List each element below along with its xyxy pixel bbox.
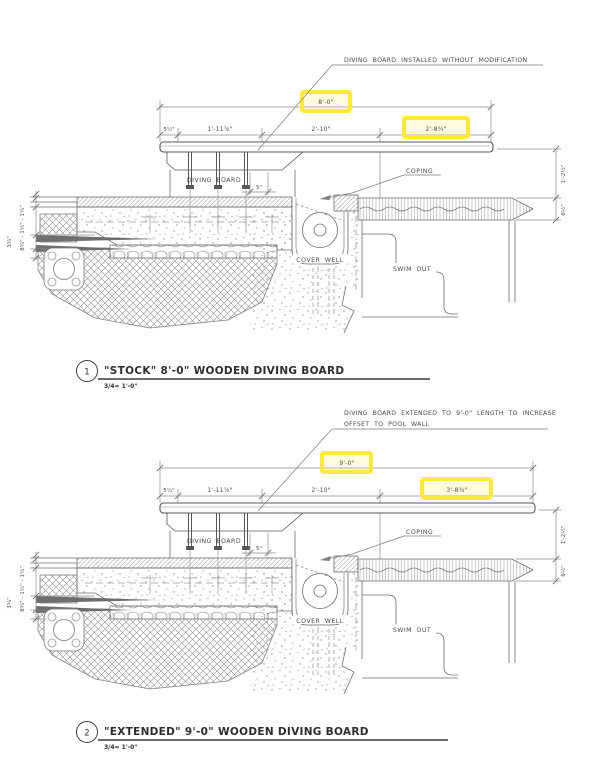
cover-well-label: COVER WELL bbox=[296, 618, 343, 625]
left-dim-chain: 8¾" - 1½" - 1¼" bbox=[19, 205, 26, 251]
coping-label: COPING bbox=[406, 168, 433, 175]
coping-label-group: COPING bbox=[404, 168, 441, 176]
dim-seg3: 2'-10" bbox=[311, 126, 330, 133]
dim-seg2: 1'-11⅞" bbox=[207, 126, 232, 133]
dim-seg4: 3'-8¾" bbox=[446, 487, 467, 494]
annotation-leader bbox=[257, 428, 548, 512]
callout-circle bbox=[76, 721, 98, 743]
diving-board-plank bbox=[159, 502, 536, 514]
title-block: 2 "EXTENDED" 9'-0" WOODEN DIVING BOARD 3… bbox=[76, 721, 448, 751]
swim-out-label-bg bbox=[388, 624, 436, 634]
cover-well-label: COVER WELL bbox=[296, 257, 343, 264]
right-dim-upper: 1'-2½" bbox=[560, 164, 567, 183]
right-dim-lower: 6½" bbox=[560, 565, 567, 577]
dim-seg4: 2'-8¾" bbox=[425, 126, 446, 133]
dim-stand: 5" bbox=[256, 546, 262, 552]
dim-seg1: 5¼" bbox=[163, 127, 174, 133]
coping-label-group: COPING bbox=[404, 529, 441, 537]
annotation-text-line1: DIVING BOARD EXTENDED TO 9'-0" LENGTH TO… bbox=[344, 410, 556, 417]
left-dim-lower: 3¾" bbox=[7, 597, 13, 609]
callout-circle bbox=[76, 360, 98, 382]
detail-1-panel: DIVING BOARD INSTALLED WITHOUT MODIFICAT… bbox=[7, 57, 567, 390]
highlight-total-length bbox=[320, 451, 373, 474]
coping-label: COPING bbox=[406, 529, 433, 536]
dim-total: 8'-0" bbox=[318, 99, 333, 106]
cover-well-label-bg bbox=[293, 615, 348, 624]
diving-board-label: DIVING BOARD bbox=[187, 538, 241, 545]
dim-seg2: 1'-11⅞" bbox=[207, 487, 232, 494]
callout-number: 1 bbox=[84, 368, 89, 378]
detail-2-panel: DIVING BOARD EXTENDED TO 9'-0" LENGTH TO… bbox=[7, 410, 567, 751]
right-dim-upper: 1'-2½" bbox=[560, 525, 567, 544]
title-block: 1 "STOCK" 8'-0" WOODEN DIVING BOARD 3/4=… bbox=[76, 360, 430, 390]
diving-board-label: DIVING BOARD bbox=[187, 177, 241, 184]
annotation-text: DIVING BOARD INSTALLED WITHOUT MODIFICAT… bbox=[344, 57, 527, 64]
dim-seg3: 2'-10" bbox=[311, 487, 330, 494]
detail-scale: 3/4= 1'-0" bbox=[104, 744, 137, 751]
detail-scale: 3/4= 1'-0" bbox=[104, 383, 137, 390]
detail-title: "STOCK" 8'-0" WOODEN DIVING BOARD bbox=[104, 365, 344, 377]
highlight-overhang bbox=[402, 116, 470, 139]
left-dim-lower: 3¾" bbox=[7, 236, 13, 248]
dim-stand: 5" bbox=[256, 185, 262, 191]
right-dim-lower: 6½" bbox=[560, 204, 567, 216]
diving-board-plank bbox=[159, 141, 494, 153]
highlight-total-length bbox=[300, 90, 352, 113]
swim-out-label-bg bbox=[388, 263, 436, 273]
callout-number: 2 bbox=[84, 729, 89, 739]
highlight-overhang bbox=[420, 477, 493, 500]
swim-out-label: SWIM OUT bbox=[393, 266, 431, 273]
swim-out-label: SWIM OUT bbox=[393, 627, 431, 634]
detail-title: "EXTENDED" 9'-0" WOODEN DIVING BOARD bbox=[104, 726, 369, 738]
dim-total: 9'-0" bbox=[339, 460, 354, 467]
dim-seg1: 5¼" bbox=[163, 488, 174, 494]
annotation-leader bbox=[257, 64, 543, 151]
cover-well-label-bg bbox=[293, 254, 348, 263]
annotation-text-line2: OFFSET TO POOL WALL bbox=[344, 421, 429, 428]
left-dim-chain: 8¾" - 1½" - 1¼" bbox=[19, 566, 26, 612]
